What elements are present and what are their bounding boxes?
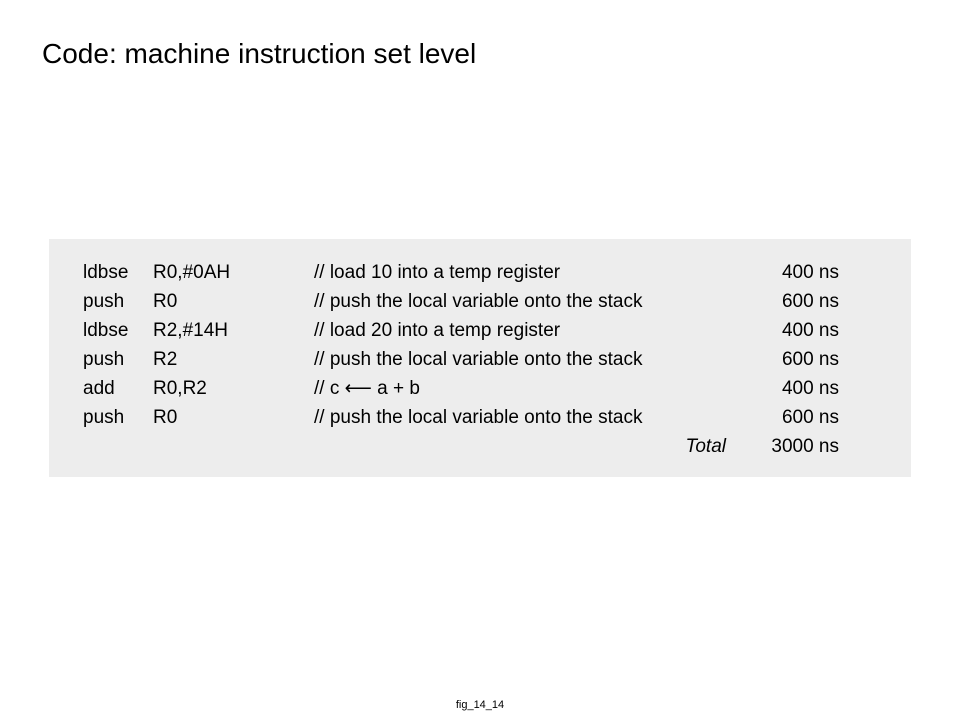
instruction-operands: R0 bbox=[153, 291, 178, 312]
total-row: Total 3000 ns bbox=[83, 432, 840, 461]
instruction-comment: // load 20 into a temp register bbox=[314, 320, 561, 341]
code-row: push R0 // push the local variable onto … bbox=[83, 403, 839, 432]
instruction-operands: R0,#0AH bbox=[153, 262, 231, 283]
instruction-comment: // load 10 into a temp register bbox=[314, 262, 561, 283]
instruction-operands: R2 bbox=[153, 349, 178, 370]
instruction-opcode: push bbox=[83, 407, 125, 428]
instruction-time: 400 ns bbox=[781, 378, 839, 399]
code-listing-table: ldbse R0,#0AH // load 10 into a temp reg… bbox=[83, 258, 839, 461]
instruction-operands: R0 bbox=[153, 407, 178, 428]
instruction-opcode: push bbox=[83, 291, 125, 312]
instruction-time: 400 ns bbox=[781, 320, 839, 341]
instruction-time: 600 ns bbox=[781, 349, 839, 370]
instruction-time: 600 ns bbox=[781, 291, 839, 312]
instruction-opcode: ldbse bbox=[83, 320, 129, 341]
instruction-comment: // push the local variable onto the stac… bbox=[314, 407, 643, 428]
instruction-opcode: add bbox=[83, 378, 115, 399]
code-row: ldbse R0,#0AH // load 10 into a temp reg… bbox=[83, 258, 839, 287]
instruction-opcode: push bbox=[83, 349, 125, 370]
code-row: push R0 // push the local variable onto … bbox=[83, 287, 839, 316]
instruction-comment: // push the local variable onto the stac… bbox=[314, 349, 643, 370]
code-listing-panel: ldbse R0,#0AH // load 10 into a temp reg… bbox=[49, 239, 911, 477]
instruction-opcode: ldbse bbox=[83, 262, 129, 283]
instruction-time: 600 ns bbox=[781, 407, 839, 428]
instruction-operands: R0,R2 bbox=[153, 378, 207, 399]
code-row: ldbse R2,#14H // load 20 into a temp reg… bbox=[83, 316, 839, 345]
total-value: 3000 ns bbox=[771, 436, 839, 457]
instruction-time: 400 ns bbox=[781, 262, 839, 283]
figure-caption: fig_14_14 bbox=[455, 699, 505, 711]
total-label: Total bbox=[685, 436, 727, 457]
slide-title: Code: machine instruction set level bbox=[42, 38, 477, 69]
code-row: push R2 // push the local variable onto … bbox=[83, 345, 839, 374]
instruction-comment: // c ⟵ a + b bbox=[314, 378, 420, 399]
code-row: add R0,R2 // c ⟵ a + b 400 ns bbox=[83, 374, 839, 403]
instruction-operands: R2,#14H bbox=[153, 320, 228, 341]
instruction-comment: // push the local variable onto the stac… bbox=[314, 291, 643, 312]
